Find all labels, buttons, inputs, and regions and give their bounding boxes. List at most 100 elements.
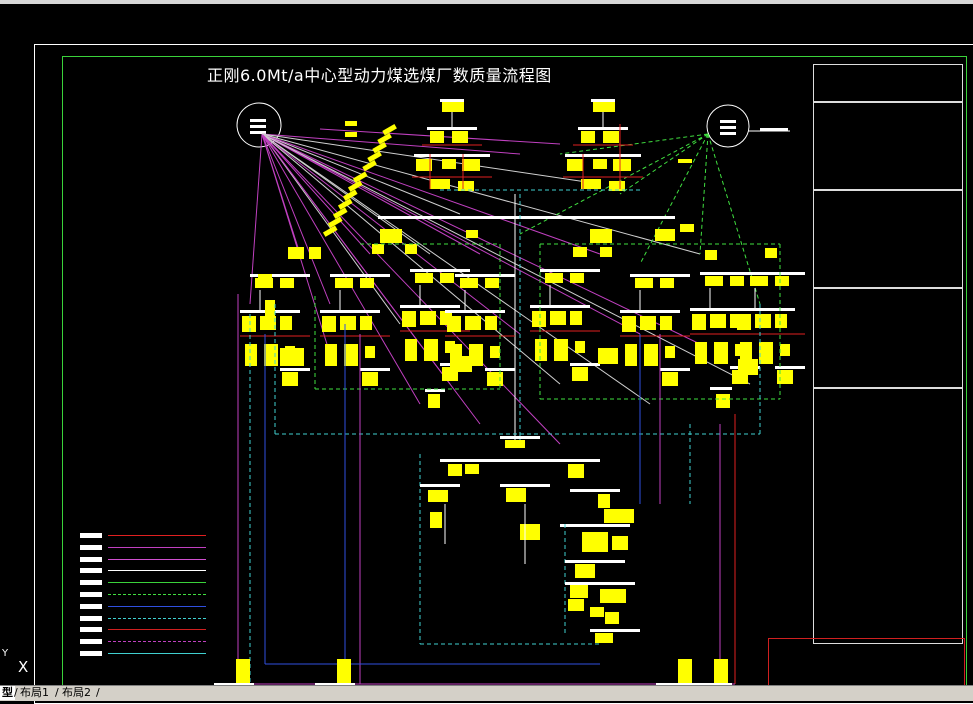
data-tables-panel <box>813 64 963 644</box>
raw-coal-distribution-line <box>261 133 371 255</box>
data-box <box>567 159 583 171</box>
process-bar <box>620 310 680 313</box>
process-bar <box>630 274 690 277</box>
process-bar <box>525 216 675 219</box>
process-bar <box>720 126 736 129</box>
data-box <box>242 316 256 332</box>
data-box <box>258 274 272 286</box>
data-box <box>680 224 694 232</box>
legend-entry <box>78 566 210 578</box>
legend-key <box>80 603 102 609</box>
data-box <box>545 273 563 283</box>
raw-coal-distribution-line <box>261 133 751 385</box>
data-box <box>581 131 595 143</box>
data-box <box>714 659 728 685</box>
data-box <box>415 273 433 283</box>
data-box <box>660 316 672 330</box>
raw-coal-distribution-line <box>261 133 701 345</box>
process-bar <box>485 368 515 371</box>
raw-coal-distribution-line <box>261 133 561 385</box>
process-bar <box>656 683 696 685</box>
legend-key <box>80 639 102 645</box>
legend-entry <box>78 590 210 602</box>
process-bar <box>660 368 690 371</box>
raw-coal-distribution-line <box>261 133 481 255</box>
fan-label-box <box>332 207 348 219</box>
data-box <box>750 276 768 286</box>
process-bar <box>280 368 310 371</box>
data-box <box>613 159 631 171</box>
legend-line <box>108 593 206 595</box>
table-raw-coal-sizing <box>813 102 963 190</box>
legend <box>78 531 210 661</box>
process-bar <box>720 120 736 123</box>
data-box <box>595 633 613 643</box>
tab-layout1[interactable]: 布局1 <box>20 686 49 699</box>
data-box <box>458 181 474 191</box>
raw-coal-distribution-line <box>261 133 641 335</box>
fan-label-box <box>382 124 397 136</box>
tab-layout2[interactable]: 布局2 <box>62 686 91 699</box>
data-box <box>405 339 417 361</box>
process-bar <box>710 387 732 390</box>
data-box <box>705 250 717 260</box>
process-bar <box>500 484 550 487</box>
data-box <box>280 278 294 288</box>
data-box <box>625 344 637 366</box>
data-box <box>420 311 436 325</box>
process-bar <box>440 99 464 102</box>
tab-model[interactable]: 型 <box>0 686 15 700</box>
data-box <box>622 316 636 332</box>
data-box <box>568 599 584 611</box>
legend-key <box>80 615 102 621</box>
data-box <box>265 300 275 316</box>
raw-coal-distribution-line <box>261 133 331 305</box>
legend-entry <box>78 614 210 626</box>
cad-model-space[interactable]: 正刚6.0Mt/a中心型动力煤选煤厂数质量流程图 Y X <box>0 4 973 704</box>
data-box <box>598 494 610 508</box>
data-box <box>678 659 692 685</box>
data-box <box>593 102 615 112</box>
process-bar <box>720 132 736 135</box>
data-box <box>740 342 752 364</box>
legend-line <box>108 652 206 654</box>
data-box <box>462 159 480 171</box>
data-box <box>598 348 618 364</box>
legend-line <box>108 535 206 536</box>
data-box <box>573 247 587 257</box>
legend-key <box>80 627 102 633</box>
data-box <box>705 276 723 286</box>
legend-line <box>108 546 206 548</box>
data-box <box>288 247 304 259</box>
product-return-line <box>639 133 709 265</box>
legend-entry <box>78 578 210 590</box>
raw-coal-distribution-line <box>261 133 331 355</box>
data-box <box>775 276 789 286</box>
data-box <box>662 372 678 386</box>
data-box <box>710 314 726 328</box>
data-box <box>665 346 675 358</box>
data-box <box>465 464 479 474</box>
raw-coal-distribution-line <box>261 133 421 405</box>
data-box <box>245 344 257 366</box>
process-bar <box>455 274 515 277</box>
process-bar <box>565 560 625 563</box>
process-bar <box>250 119 266 122</box>
legend-line <box>108 605 206 607</box>
data-box <box>604 509 634 523</box>
data-box <box>660 278 674 288</box>
process-bar <box>425 389 445 392</box>
data-box <box>280 348 304 366</box>
legend-line <box>108 558 206 560</box>
data-box <box>554 339 568 361</box>
process-bar <box>250 274 310 277</box>
data-box <box>460 278 478 288</box>
data-box <box>490 346 500 358</box>
raw-coal-distribution-line <box>261 133 701 255</box>
data-box <box>755 314 771 328</box>
data-box <box>450 356 472 372</box>
flowsheet-diagram <box>214 99 805 685</box>
data-box <box>570 311 582 325</box>
fan-label-box <box>322 225 338 237</box>
data-box <box>535 339 547 361</box>
